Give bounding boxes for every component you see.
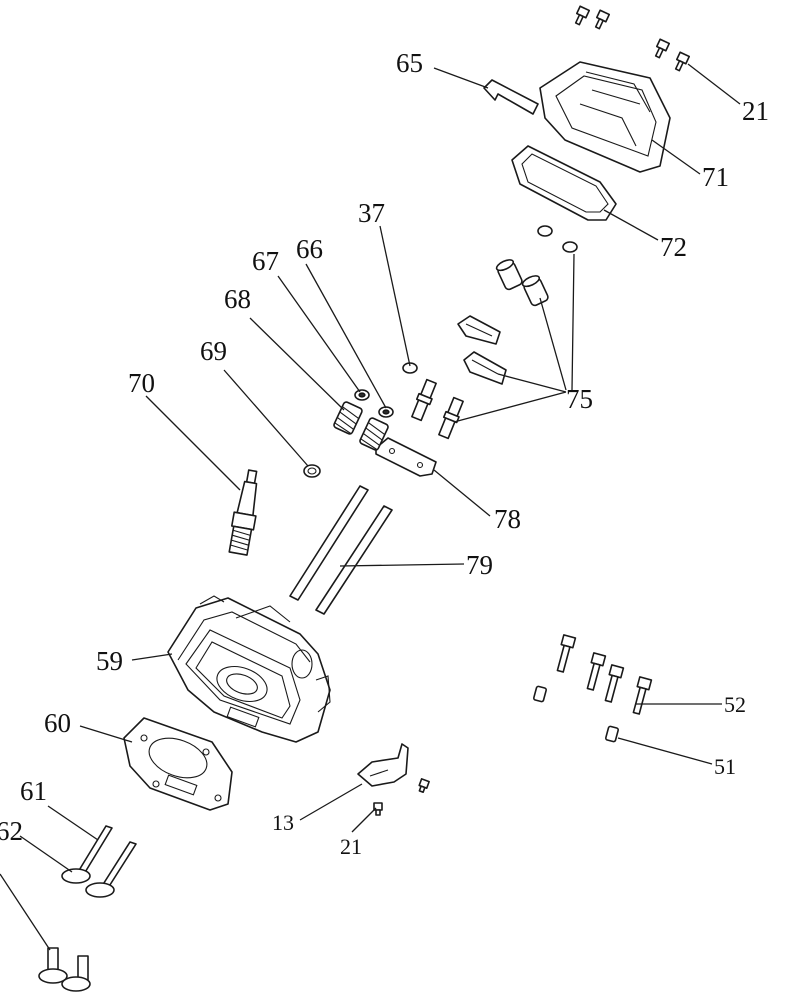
rocker-arms xyxy=(457,315,507,385)
rocker-cover-gasket xyxy=(511,145,617,221)
leader-lines xyxy=(0,63,741,951)
callout-79: 79 xyxy=(466,550,493,580)
callout-37: 37 xyxy=(358,198,385,228)
valve-caps xyxy=(402,225,578,374)
callout-70: 70 xyxy=(128,368,155,398)
callout-72: 72 xyxy=(660,232,687,262)
rocker-cover xyxy=(539,61,671,173)
dowel-pins xyxy=(533,685,619,743)
callout-69: 69 xyxy=(200,336,227,366)
callout-62: 62 xyxy=(0,816,23,846)
valves-lower xyxy=(38,947,91,992)
head-gasket xyxy=(123,717,233,811)
valve-springs xyxy=(333,401,389,451)
push-rods xyxy=(289,485,393,615)
callout-60: 60 xyxy=(44,708,71,738)
callout-61: 61 xyxy=(20,776,47,806)
valves-upper xyxy=(61,825,137,898)
callout-75: 75 xyxy=(566,384,593,414)
callout-21-bottom: 21 xyxy=(340,834,362,859)
callout-labels: 65 21 71 72 37 67 66 68 69 70 75 78 79 5… xyxy=(0,48,769,859)
rocker-cover-bolts xyxy=(574,5,691,72)
callout-65: 65 xyxy=(396,48,423,78)
head-bolts xyxy=(556,634,653,715)
callout-68: 68 xyxy=(224,284,251,314)
valve-stem-seal xyxy=(303,464,321,478)
rocker-studs xyxy=(411,378,464,440)
callout-59: 59 xyxy=(96,646,123,676)
push-rod-guides xyxy=(495,259,549,307)
callout-51: 51 xyxy=(714,754,736,779)
breather-tube xyxy=(483,79,539,115)
callout-67: 67 xyxy=(252,246,279,276)
spark-plug xyxy=(228,469,258,556)
cylinder-head xyxy=(167,595,331,743)
callout-21-top: 21 xyxy=(742,96,769,126)
callout-78: 78 xyxy=(494,504,521,534)
callout-13: 13 xyxy=(272,810,294,835)
callout-66: 66 xyxy=(296,234,323,264)
callout-71: 71 xyxy=(702,162,729,192)
callout-52: 52 xyxy=(724,692,746,717)
bracket xyxy=(357,743,430,816)
guide-plate xyxy=(375,437,437,477)
